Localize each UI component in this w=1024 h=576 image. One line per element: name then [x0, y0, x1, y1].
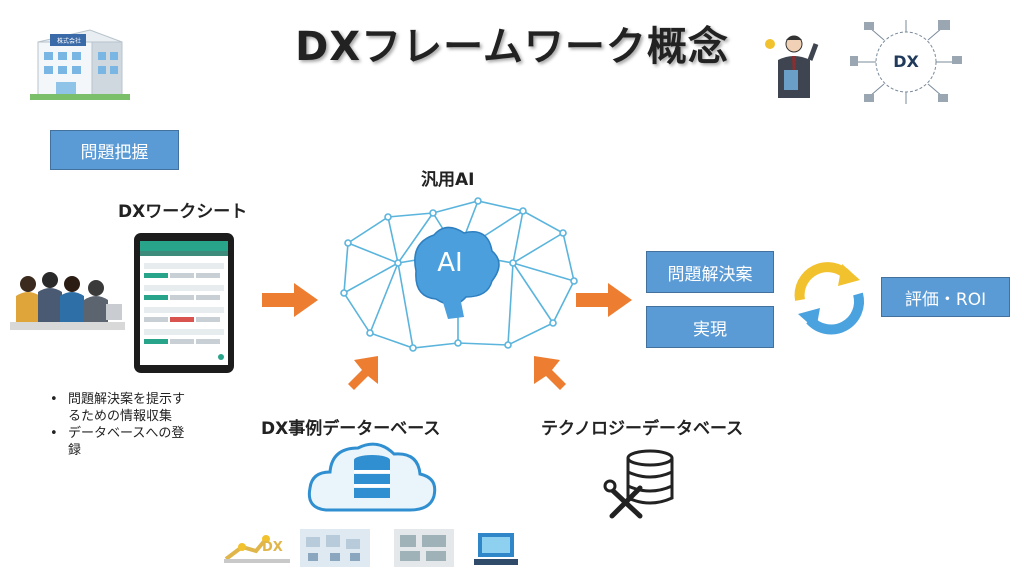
case-db-label: DX事例データーベース — [261, 419, 441, 439]
dx-badge: DX — [893, 52, 919, 71]
page-title: DXフレームワーク概念 — [295, 24, 729, 70]
arrow-techdb-to-ai — [534, 356, 566, 390]
tablet-icon — [134, 233, 234, 373]
worksheet-label: DXワークシート — [118, 202, 248, 222]
bullet-item: 問題解決案を提示するための情報収集 — [46, 391, 186, 425]
thumb-dx-text: DX — [262, 540, 283, 555]
businessman-icon — [765, 35, 819, 98]
implement-box: 実現 — [646, 306, 774, 348]
dx-robot-thumbnail — [222, 529, 292, 567]
tech-db-label: テクノロジーデータベース — [541, 419, 744, 439]
roi-box: 評価・ROI — [881, 277, 1010, 317]
arrow-to-ai — [262, 283, 318, 317]
office-thumbnail — [300, 529, 370, 567]
arrow-to-solution — [576, 283, 632, 317]
ai-brain-text: AI — [437, 248, 463, 278]
factory-thumbnail — [394, 529, 454, 567]
general-ai-label: 汎用AI — [421, 170, 475, 190]
problem-box: 問題把握 — [50, 130, 179, 170]
dx-circuit-icon — [850, 20, 962, 104]
bullet-item: データベースへの登録 — [46, 425, 186, 459]
solution-box: 問題解決案 — [646, 251, 774, 293]
cycle-icon — [794, 262, 865, 335]
people-meeting-icon — [10, 272, 125, 330]
tech-thumbnail — [472, 529, 520, 567]
database-tools-icon — [603, 449, 674, 519]
bullet-list: 問題解決案を提示するための情報収集 データベースへの登録 — [46, 391, 186, 459]
building-sign: 株式会社 — [56, 38, 81, 45]
building-icon — [30, 29, 130, 100]
arrow-casedb-to-ai — [348, 356, 378, 390]
ai-network-icon — [340, 197, 578, 352]
cloud-database-icon — [307, 442, 437, 512]
